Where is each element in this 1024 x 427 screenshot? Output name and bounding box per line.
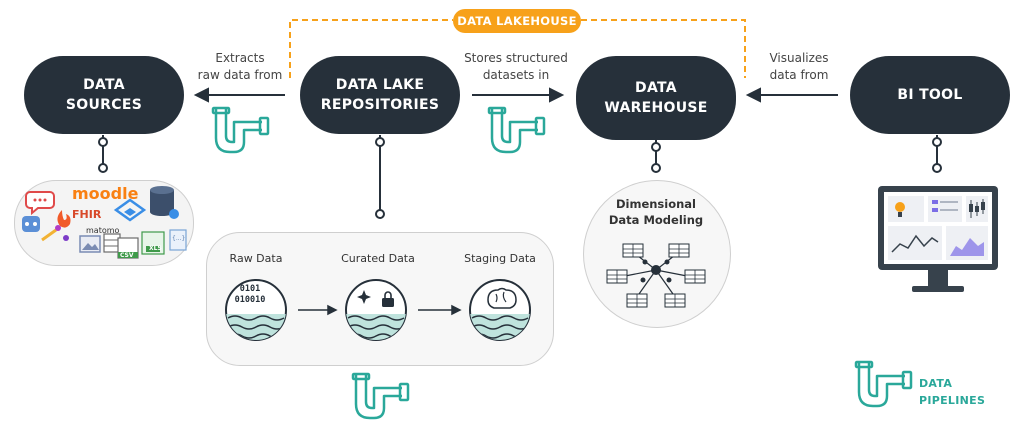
arrow-raw-to-curated	[298, 304, 338, 316]
sparkle-icon	[357, 290, 371, 304]
star-schema-icon	[606, 243, 706, 308]
json-logo-text: {...}	[172, 235, 186, 242]
data-lake-line1: DATA LAKE	[335, 77, 425, 93]
pipe-icon	[211, 106, 270, 154]
stem-warehouse	[651, 140, 661, 173]
layers-icon	[113, 198, 147, 222]
curated-data-label: Curated Data	[341, 252, 415, 265]
curated-data-lake-icon	[345, 279, 407, 341]
data-warehouse-line1: DATA	[635, 80, 677, 96]
bi-tool-label: BI TOOL	[897, 87, 963, 103]
arrow-stores	[472, 87, 565, 103]
pipe-legend-icon	[854, 360, 913, 408]
matomo-logo-text: matomo	[86, 226, 120, 235]
data-sources-line1: DATA	[83, 77, 125, 93]
data-sources-line2: SOURCES	[65, 97, 143, 113]
data-lake-node: DATA LAKE REPOSITORIES	[300, 56, 460, 134]
stem-sources	[98, 135, 108, 173]
fhir-logo-text: FHIR	[72, 208, 102, 221]
csv-logo-text: CSV	[120, 252, 134, 259]
json-file-icon	[169, 229, 187, 251]
robot-icon	[22, 216, 40, 232]
staging-data-label: Staging Data	[464, 252, 536, 265]
data-warehouse-node: DATA WAREHOUSE	[576, 56, 736, 140]
pipe-icon	[487, 106, 546, 154]
arrow-curated-to-staging	[418, 304, 462, 316]
data-lake-line2: REPOSITORIES	[320, 97, 440, 113]
xls-logo-text: XLS	[149, 245, 162, 252]
lake-stages-drawing	[225, 279, 531, 341]
chat-bubble-icon	[25, 191, 55, 216]
data-warehouse-line2: WAREHOUSE	[604, 100, 708, 116]
dimensional-modeling-circle	[583, 180, 731, 328]
stem-bi	[932, 135, 942, 173]
arrow-extracts	[193, 87, 285, 103]
data-lakehouse-banner: DATA LAKEHOUSE	[453, 9, 581, 33]
moodle-logo-text: moodle	[72, 184, 139, 203]
lock-icon	[382, 298, 394, 307]
bi-dashboard-monitor-icon	[878, 186, 998, 292]
raw-data-label: Raw Data	[229, 252, 283, 265]
bi-tool-node: BI TOOL	[850, 56, 1010, 134]
fhir-flame-icon	[57, 210, 71, 228]
data-sources-node: DATA SOURCES	[24, 56, 184, 134]
raw-data-lake-icon	[225, 279, 287, 341]
lakehouse-bracket	[289, 19, 746, 78]
database-icon	[150, 190, 174, 216]
source-logos-icons	[22, 186, 187, 259]
staging-data-lake-icon	[469, 279, 531, 341]
arrow-visualizes	[745, 87, 838, 103]
wand-icon	[41, 228, 57, 242]
brain-icon	[487, 287, 517, 309]
stem-lake	[375, 135, 385, 219]
pipe-icon	[351, 372, 410, 420]
